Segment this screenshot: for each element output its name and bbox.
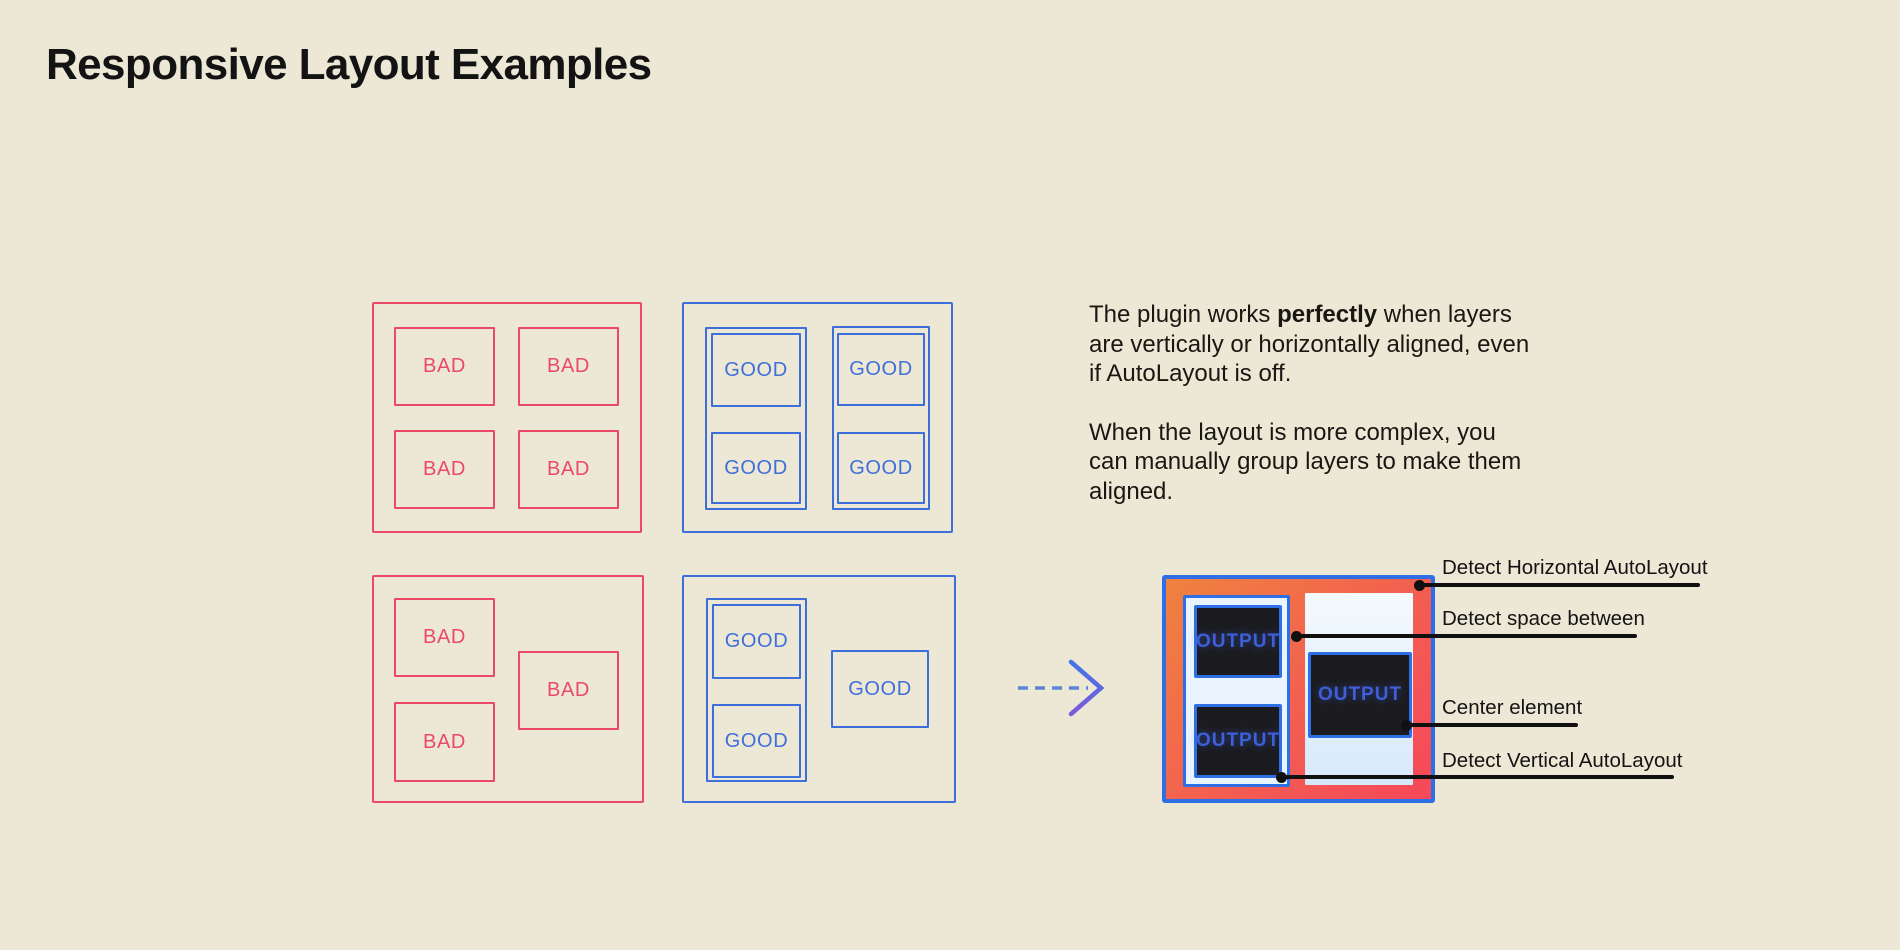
- annotation-leader-line: [1279, 775, 1674, 779]
- annotation-leader-line: [1404, 723, 1578, 727]
- good-cell: GOOD: [837, 333, 925, 406]
- arrow-right-icon: [1018, 659, 1105, 717]
- annotation-label-detect-horizontal-autolayout: Detect Horizontal AutoLayout: [1442, 556, 1708, 579]
- description-paragraph-2: When the layout is more complex, you can…: [1089, 418, 1522, 505]
- good-aligned-group: GOOD GOOD GOOD GOOD: [682, 302, 953, 533]
- bad-cell: BAD: [394, 598, 495, 677]
- description-text-span: when layers are vertically or horizontal…: [1089, 301, 1530, 387]
- annotation-label-detect-vertical-autolayout: Detect Vertical AutoLayout: [1442, 749, 1683, 772]
- bad-cell: BAD: [518, 327, 619, 406]
- annotation-leader-line: [1417, 583, 1700, 587]
- good-cell: GOOD: [712, 704, 801, 778]
- good-cell: GOOD: [711, 333, 801, 407]
- output-preview-frame: OUTPUT OUTPUT OUTPUT: [1162, 575, 1435, 803]
- annotation-dot: [1414, 580, 1425, 591]
- output-cell: OUTPUT: [1194, 605, 1282, 678]
- good-cell: GOOD: [711, 432, 801, 504]
- good-cell: GOOD: [712, 604, 801, 679]
- bad-cell: BAD: [518, 651, 619, 730]
- good-column-wrapper: GOOD GOOD: [705, 327, 807, 510]
- page-title: Responsive Layout Examples: [46, 40, 652, 89]
- bad-cell: BAD: [394, 430, 495, 509]
- good-complex-group: GOOD GOOD GOOD: [682, 575, 956, 803]
- annotation-dot: [1291, 631, 1302, 642]
- bad-complex-group: BAD BAD BAD: [372, 575, 644, 803]
- description-text-span: The plugin works: [1089, 301, 1278, 328]
- annotation-leader-line: [1294, 634, 1637, 638]
- annotation-label-center-element: Center element: [1442, 696, 1583, 719]
- bad-cell: BAD: [518, 430, 619, 509]
- vertical-autolayout-panel: OUTPUT OUTPUT: [1183, 595, 1290, 787]
- annotation-dot: [1276, 772, 1287, 783]
- output-cell: OUTPUT: [1308, 652, 1412, 738]
- good-column-wrapper: GOOD GOOD: [832, 326, 930, 510]
- bad-aligned-group: BAD BAD BAD BAD: [372, 302, 642, 533]
- output-cell: OUTPUT: [1194, 704, 1282, 778]
- description-bold-span: perfectly: [1277, 301, 1378, 328]
- good-cell: GOOD: [837, 432, 925, 504]
- bad-cell: BAD: [394, 702, 495, 782]
- bad-cell: BAD: [394, 327, 495, 406]
- description-paragraph-1: The plugin works perfectly when layers a…: [1089, 300, 1534, 389]
- annotation-label-detect-space-between: Detect space between: [1442, 607, 1645, 630]
- good-cell: GOOD: [831, 650, 929, 728]
- annotation-dot: [1401, 720, 1412, 731]
- good-column-wrapper: GOOD GOOD: [706, 598, 807, 782]
- description-text: The plugin works perfectly when layers a…: [1089, 300, 1534, 535]
